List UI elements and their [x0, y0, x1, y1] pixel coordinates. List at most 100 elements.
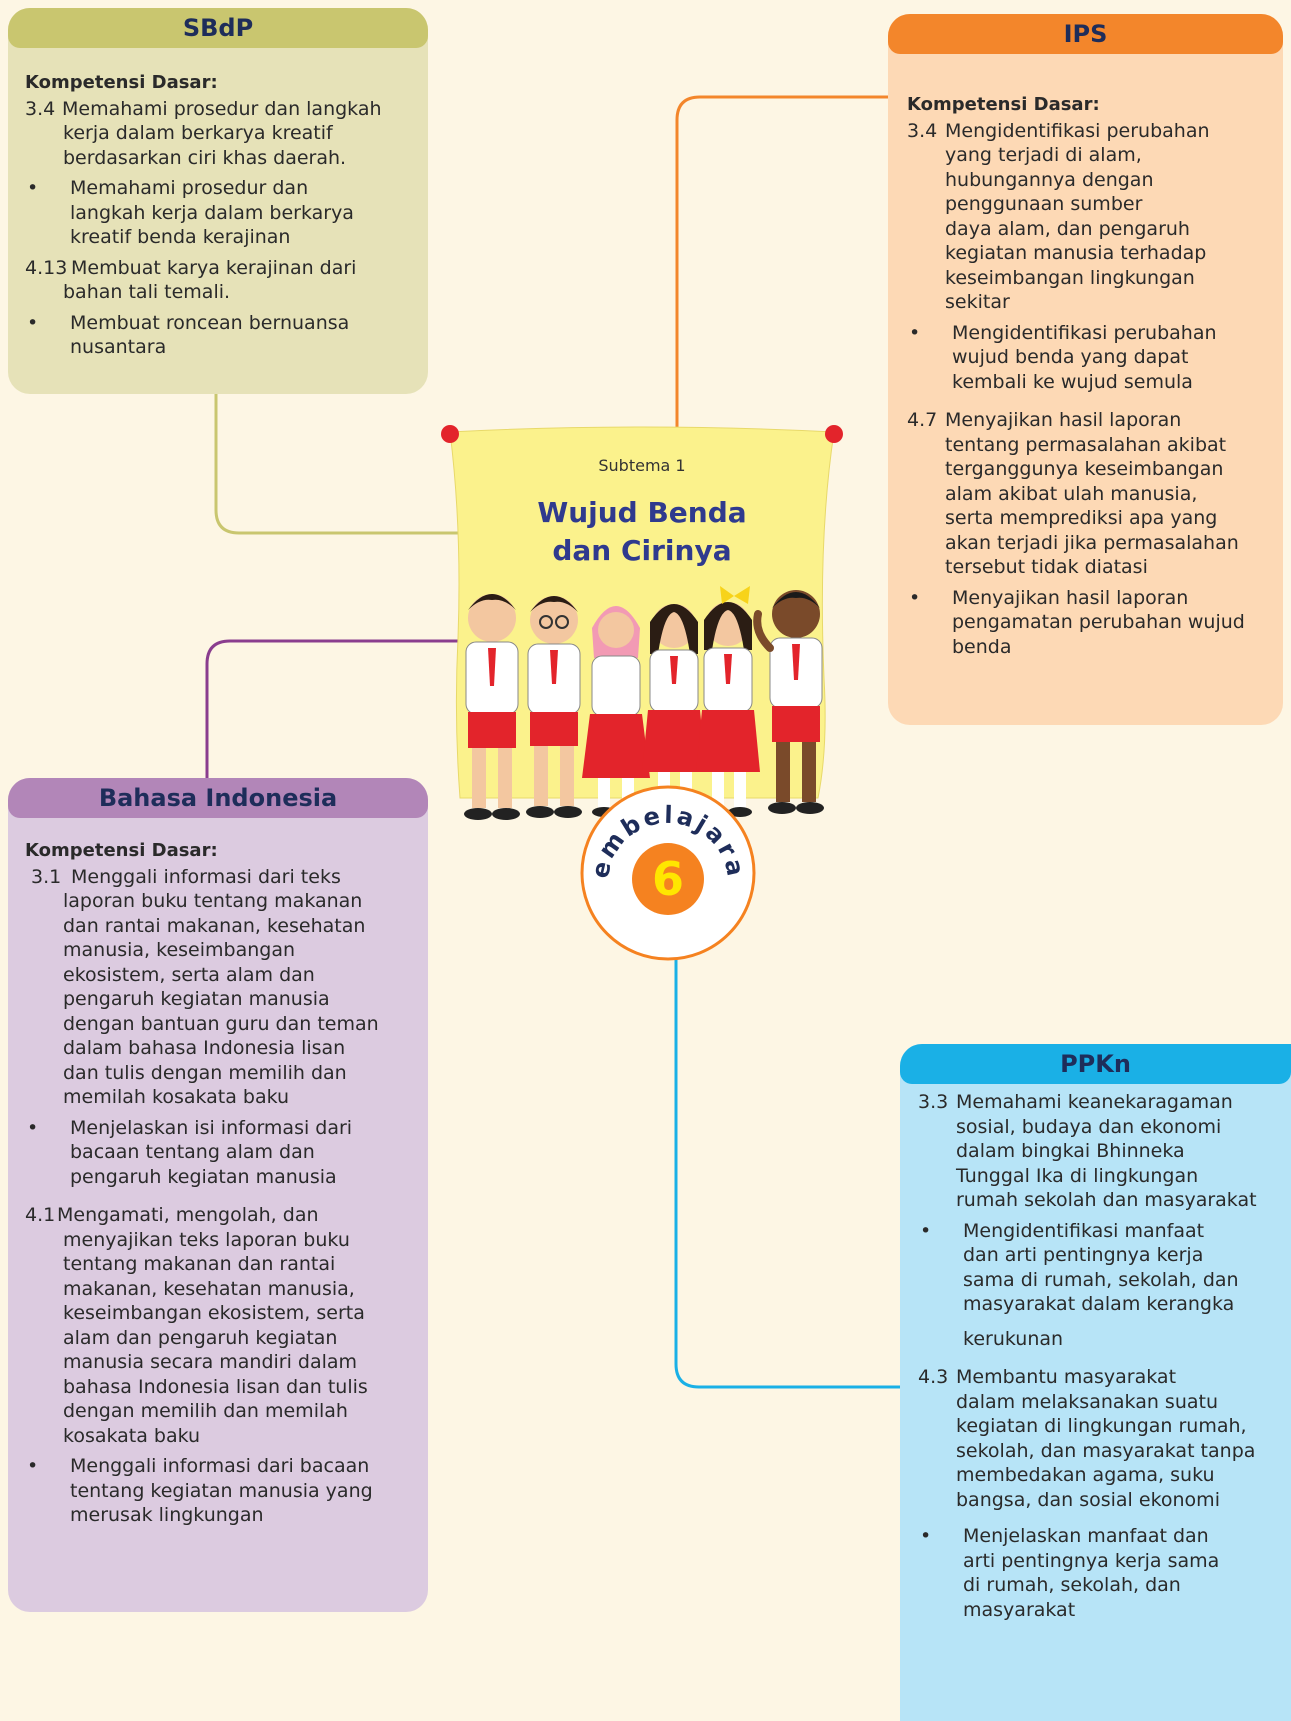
- kd-line: Menyajikan hasil laporan: [945, 409, 1182, 431]
- sbdp-box: SBdP Kompetensi Dasar: 3.4 Memahami pros…: [8, 8, 428, 394]
- bullet-line: Menjelaskan manfaat dan: [963, 1525, 1209, 1547]
- kd-line: berdasarkan ciri khas daerah.: [63, 146, 347, 169]
- bullet-point: •: [27, 177, 39, 199]
- student-figure: [526, 596, 582, 818]
- kd-line: Mengamati, mengolah, dan: [57, 1204, 319, 1226]
- kd-line: dan tulis dengan memilih dan: [63, 1061, 347, 1084]
- sbdp-bullet-2: • Membuat roncean bernuansa nusantara: [25, 311, 420, 360]
- sbdp-bullet-1: • Memahami prosedur dan langkah kerja da…: [25, 176, 420, 250]
- kd-line: makanan, kesehatan manusia,: [63, 1277, 355, 1300]
- bullet-line: masyarakat dalam kerangka: [963, 1293, 1235, 1315]
- kd-line: kosakata baku: [63, 1424, 201, 1447]
- kd-line: dalam bingkai Bhinneka: [956, 1140, 1185, 1162]
- subtema-title: Wujud Benda dan Cirinya: [432, 494, 852, 570]
- kd-line: bahan tali temali.: [63, 281, 231, 303]
- bullet-line: pengamatan perubahan wujud: [952, 611, 1245, 633]
- badge-number: 6: [652, 852, 684, 906]
- subtema-label: Subtema 1: [598, 456, 686, 475]
- bahasa-indonesia-title: Bahasa Indonesia: [8, 778, 428, 818]
- ips-kd-heading: Kompetensi Dasar:: [907, 94, 1100, 115]
- student-figure: [696, 586, 760, 817]
- sbdp-title: SBdP: [8, 8, 428, 48]
- bullet-line: benda: [952, 635, 1012, 658]
- kd-line: terganggunya keseimbangan: [945, 458, 1224, 480]
- bullet-line: Menjelaskan isi informasi dari: [70, 1116, 353, 1139]
- bullet-point: •: [27, 1455, 39, 1477]
- student-figure: [753, 590, 824, 814]
- kd-line: yang terjadi di alam,: [945, 144, 1142, 166]
- kd-line: Memahami keanekaragaman: [956, 1091, 1233, 1113]
- bullet-line: merusak lingkungan: [70, 1504, 264, 1526]
- kd-line: Membantu masyarakat: [956, 1366, 1177, 1388]
- bi-connector: [205, 639, 470, 778]
- kd-number: 3.4: [25, 97, 56, 120]
- kd-line: kegiatan manusia terhadap: [945, 242, 1207, 264]
- pembelajaran-badge: Pembelajaran 6: [568, 761, 758, 963]
- bullet-line: langkah kerja dalam berkarya: [70, 201, 354, 224]
- subtema-poster: Subtema 1 Wujud Benda dan Cirinya: [432, 418, 852, 888]
- bullet-point: •: [920, 1219, 932, 1242]
- kd-line: akan terjadi jika permasalahan: [945, 531, 1239, 554]
- kd-line: sosial, budaya dan ekonomi: [956, 1115, 1222, 1138]
- spacer: [907, 394, 1277, 408]
- bullet-line: Mengidentifikasi perubahan: [952, 321, 1217, 344]
- bullet-point: •: [27, 311, 39, 334]
- bullet-point: •: [909, 321, 921, 344]
- kd-line: tentang makanan dan rantai: [63, 1253, 336, 1275]
- kd-line: keseimbangan lingkungan: [945, 266, 1195, 289]
- sbdp-kd-4-13: 4.13 Membuat karya kerajinan dari bahan …: [25, 256, 420, 305]
- kd-number: 4.13: [25, 256, 68, 279]
- kd-line: Menggali informasi dari teks: [71, 865, 341, 888]
- bi-bullet-2: • Menggali informasi dari bacaan tentang…: [25, 1454, 423, 1528]
- bullet-point: •: [920, 1525, 932, 1547]
- spacer: [25, 1189, 423, 1203]
- ips-kd-3-4: 3.4 Mengidentifikasi perubahan yang terj…: [907, 119, 1277, 315]
- kd-number: 4.7: [907, 409, 938, 431]
- bi-kd-3-1: 3.1 Menggali informasi dari teks laporan…: [25, 865, 423, 1110]
- badge-inner-circle: [632, 843, 704, 915]
- kd-number: 4.3: [918, 1366, 949, 1388]
- bullet-line: kembali ke wujud semula: [952, 370, 1193, 393]
- kd-line: menyajikan teks laporan buku: [63, 1228, 350, 1251]
- subtema-title-line: dan Cirinya: [552, 534, 732, 567]
- ppkn-kd-4-3: 4.3 Membantu masyarakat dalam melaksanak…: [918, 1365, 1288, 1512]
- ips-content: Kompetensi Dasar: 3.4 Mengidentifikasi p…: [907, 93, 1277, 659]
- ppkn-box: PPKn 3.3 Memahami keanekaragaman sosial,…: [900, 1044, 1291, 1721]
- bahasa-indonesia-content: Kompetensi Dasar: 3.1 Menggali informasi…: [25, 839, 423, 1528]
- kd-line: daya alam, dan pengaruh: [945, 217, 1190, 240]
- kd-line: Memahami prosedur dan langkah: [62, 97, 382, 120]
- kd-line: penggunaan sumber: [945, 193, 1143, 215]
- kd-line: dengan bantuan guru dan teman: [63, 1012, 379, 1035]
- kd-line: alam dan pengaruh kegiatan: [63, 1326, 338, 1349]
- bullet-line: di rumah, sekolah, dan: [963, 1574, 1181, 1596]
- bullet-line: dan arti pentingnya kerja: [963, 1244, 1204, 1266]
- bullet-line: bacaan tentang alam dan: [70, 1141, 315, 1163]
- kd-line: membedakan agama, suku: [956, 1464, 1215, 1486]
- bullet-line: pengaruh kegiatan manusia: [70, 1165, 337, 1188]
- sbdp-kd-3-4: 3.4 Memahami prosedur dan langkah kerja …: [25, 97, 420, 171]
- bullet-point: •: [909, 586, 921, 609]
- kd-line: manusia secara mandiri dalam: [63, 1351, 358, 1373]
- bullet-line: kreatif benda kerajinan: [70, 226, 291, 248]
- kd-line: alam akibat ulah manusia,: [945, 482, 1198, 505]
- kd-line: rumah sekolah dan masyarakat: [956, 1189, 1257, 1211]
- bullet-line: kerukunan: [963, 1327, 1064, 1350]
- ppkn-bullet-1: • Mengidentifikasi manfaat dan arti pent…: [918, 1219, 1288, 1352]
- subtema-title-line: Wujud Benda: [537, 496, 747, 529]
- kd-line: Membuat karya kerajinan dari: [71, 256, 357, 279]
- poster-graphic: [441, 425, 843, 820]
- kd-line: laporan buku tentang makanan: [63, 890, 363, 912]
- kd-line: keseimbangan ekosistem, serta: [63, 1302, 365, 1324]
- ips-title: IPS: [888, 14, 1283, 54]
- bullet-line: Membuat roncean bernuansa: [70, 311, 350, 334]
- kd-line: pengaruh kegiatan manusia: [63, 988, 330, 1010]
- bullet-line: tentang kegiatan manusia yang: [70, 1479, 373, 1502]
- kd-number: 3.1: [31, 865, 62, 888]
- kd-line: serta memprediksi apa yang: [945, 507, 1218, 529]
- students-illustration: [464, 586, 824, 820]
- bi-kd-heading: Kompetensi Dasar:: [25, 840, 218, 861]
- pin-right: [825, 425, 843, 443]
- kd-line: sekolah, dan masyarakat tanpa: [956, 1439, 1256, 1462]
- student-figure: [464, 594, 520, 820]
- bullet-line: Menyajikan hasil laporan: [952, 586, 1189, 609]
